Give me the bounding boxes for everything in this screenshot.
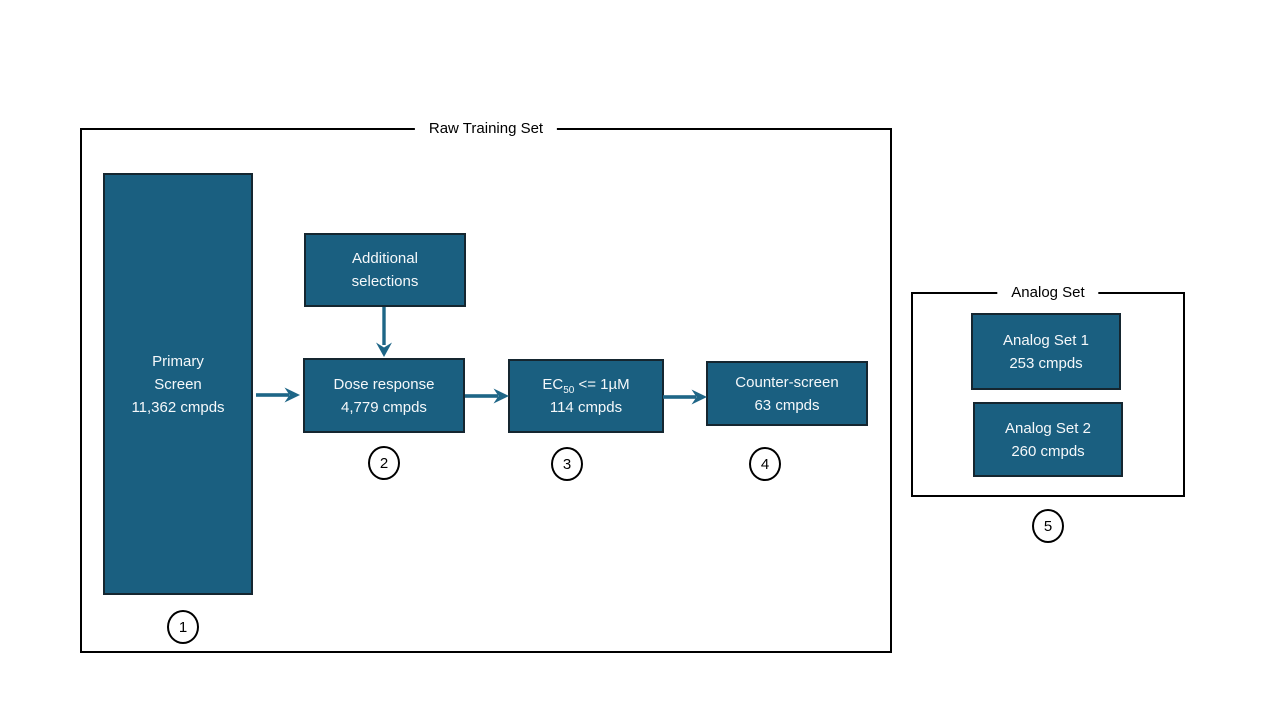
arrow-ec50-to-counter-icon (663, 389, 707, 405)
analog-set-1-label: Analog Set 1 (1003, 331, 1089, 349)
analog-set-1-count: 253 cmpds (1009, 354, 1083, 372)
step-badge-5: 5 (1032, 509, 1064, 543)
raw-training-set-title: Raw Training Set (414, 118, 558, 139)
ec50-filter-node: EC50 <= 1µM 114 cmpds (508, 359, 664, 433)
ec50-formula-subscript: 50 (563, 385, 575, 396)
step-badge-3: 3 (551, 447, 583, 481)
ec50-count: 114 cmpds (549, 399, 623, 416)
ec50-formula: EC50 <= 1µM (542, 373, 629, 396)
dose-response-count: 4,779 cmpds (341, 398, 427, 416)
dose-response-node: Dose response 4,779 cmpds (303, 358, 465, 433)
arrow-additional-to-dose-icon (376, 307, 392, 357)
analog-set-group: Analog Set (911, 282, 1185, 497)
counter-screen-count: 63 cmpds (754, 396, 820, 414)
analog-set-2-label: Analog Set 2 (1005, 419, 1091, 437)
arrow-primary-to-dose-icon (256, 387, 300, 403)
primary-screen-node: Primary Screen 11,362 cmpds (103, 173, 253, 595)
additional-selections-node: Additional selections (304, 233, 466, 307)
primary-screen-label-line2: Screen (154, 375, 202, 393)
ec50-formula-prefix: EC (542, 376, 564, 393)
primary-screen-count: 11,362 cmpds (131, 398, 225, 416)
analog-set-1-node: Analog Set 1 253 cmpds (971, 313, 1121, 390)
additional-selections-label-line1: Additional (352, 250, 418, 267)
raw-training-set-group: Raw Training Set (80, 118, 892, 653)
analog-set-2-node: Analog Set 2 260 cmpds (973, 402, 1123, 477)
arrow-dose-to-ec50-icon (465, 388, 509, 404)
counter-screen-label: Counter-screen (735, 373, 839, 391)
ec50-formula-suffix: <= 1µM (574, 376, 630, 393)
step-badge-2: 2 (368, 446, 400, 480)
counter-screen-node: Counter-screen 63 cmpds (706, 361, 868, 426)
step-badge-4: 4 (749, 447, 781, 481)
analog-set-title: Analog Set (997, 282, 1099, 303)
additional-selections-label-line2: selections (351, 273, 419, 290)
dose-response-label: Dose response (333, 375, 435, 393)
step-badge-1: 1 (167, 610, 199, 644)
primary-screen-label-line1: Primary (152, 352, 204, 370)
analog-set-2-count: 260 cmpds (1011, 442, 1085, 460)
